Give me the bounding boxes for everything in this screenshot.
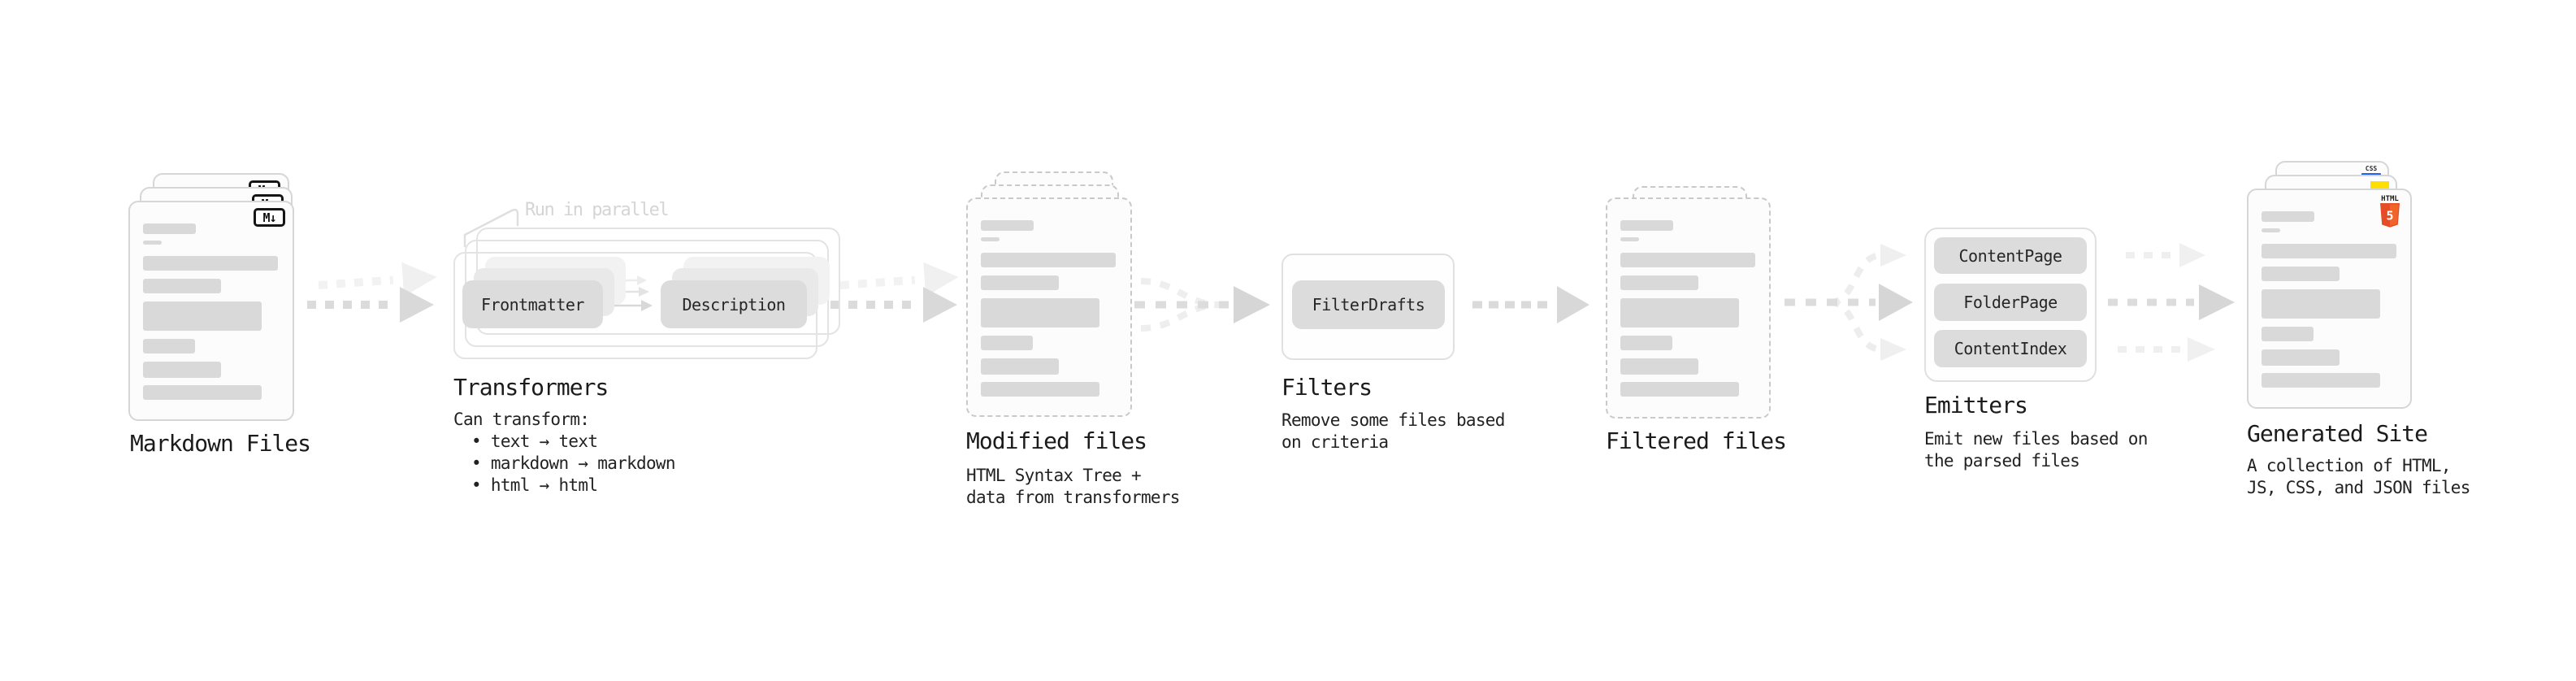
placeholder-bar <box>143 362 221 378</box>
desc-line: • markdown → markdown <box>471 453 676 473</box>
html5-icon: HTML 5 <box>2379 195 2401 228</box>
stage-label-emitters: Emitters <box>1924 392 2028 419</box>
placeholder-bar <box>981 275 1059 290</box>
placeholder-bar <box>981 253 1116 267</box>
placeholder-bar <box>981 298 1099 327</box>
modified-files-description: HTML Syntax Tree + data from transformer… <box>966 465 1180 509</box>
desc-line: JS, CSS, and JSON files <box>2247 478 2470 497</box>
svg-text:5: 5 <box>2386 209 2393 223</box>
desc-line: • text → text <box>471 432 598 451</box>
placeholder-bar <box>981 382 1099 397</box>
arrows-emitters-to-generated <box>2108 243 2235 362</box>
placeholder-bar <box>981 336 1033 350</box>
run-in-parallel-annotation: Run in parallel <box>525 200 670 220</box>
stage-label-markdown-files: Markdown Files <box>130 430 311 457</box>
placeholder-bar <box>2262 244 2396 258</box>
placeholder-bar <box>143 241 162 245</box>
filter-pill-filterdrafts: FilterDrafts <box>1292 280 1445 329</box>
arrow-markdown-to-transformers <box>307 262 437 323</box>
placeholder-bar <box>143 256 278 271</box>
markdown-file-card-front: M↓ <box>128 201 294 421</box>
html5-icon-label: HTML <box>2381 195 2399 203</box>
transformers-description: Can transform: • text → text • markdown … <box>453 409 676 497</box>
placeholder-bar <box>1620 298 1739 327</box>
placeholder-bar <box>2262 228 2280 232</box>
generated-site-description: A collection of HTML, JS, CSS, and JSON … <box>2247 455 2470 499</box>
emitter-pill-contentindex: ContentIndex <box>1934 330 2087 367</box>
placeholder-bar <box>2262 349 2340 366</box>
desc-line: Emit new files based on <box>1924 429 2148 449</box>
placeholder-bar <box>1620 275 1698 290</box>
modified-file-card-front <box>966 197 1132 417</box>
placeholder-bar <box>143 301 262 331</box>
placeholder-bar <box>143 279 221 293</box>
stage-label-generated-site: Generated Site <box>2247 420 2428 447</box>
arrow-filtered-to-emitters-fanout <box>1785 244 1913 361</box>
css-icon-label: CSS <box>2365 165 2378 172</box>
placeholder-bar <box>1620 253 1755 267</box>
js-icon <box>2370 181 2389 189</box>
placeholder-bar <box>2262 211 2314 222</box>
stage-label-filters: Filters <box>1281 374 1373 401</box>
placeholder-bar <box>1620 382 1739 397</box>
placeholder-bar <box>143 339 195 354</box>
placeholder-bar <box>1620 336 1672 350</box>
emitter-pill-folderpage: FolderPage <box>1934 284 2087 321</box>
emitter-pill-contentpage: ContentPage <box>1934 237 2087 274</box>
stage-label-filtered-files: Filtered files <box>1606 427 1787 454</box>
transformer-pill-frontmatter: Frontmatter <box>462 280 603 328</box>
desc-line: the parsed files <box>1924 451 2080 471</box>
transformer-pill-description: Description <box>661 280 807 328</box>
placeholder-bar <box>1620 237 1639 241</box>
placeholder-bar <box>2262 373 2380 388</box>
placeholder-bar <box>981 237 1000 241</box>
stage-label-transformers: Transformers <box>453 374 609 401</box>
placeholder-bar <box>2262 327 2314 341</box>
arrow-modified-to-filters-merge <box>1134 278 1270 332</box>
desc-line: Can transform: <box>453 410 590 429</box>
html5-shield: 5 <box>2380 203 2400 228</box>
arrow-filters-to-filtered <box>1472 286 1589 323</box>
filters-description: Remove some files based on criteria <box>1281 410 1505 453</box>
desc-line: on criteria <box>1281 432 1389 452</box>
desc-line: A collection of HTML, <box>2247 456 2452 475</box>
desc-line: Remove some files based <box>1281 410 1505 430</box>
arrow-transformers-to-modified <box>830 262 959 323</box>
placeholder-bar <box>1620 358 1698 375</box>
stage-label-modified-files: Modified files <box>966 427 1147 454</box>
placeholder-bar <box>1620 220 1673 231</box>
placeholder-bar <box>2262 267 2340 281</box>
desc-line: • html → html <box>471 475 598 495</box>
placeholder-bar <box>143 385 262 400</box>
placeholder-bar <box>981 358 1059 375</box>
filtered-file-card-front <box>1606 197 1771 419</box>
generated-file-card-html: HTML 5 <box>2247 189 2412 409</box>
run-in-parallel-leader <box>463 208 519 248</box>
emitters-description: Emit new files based on the parsed files <box>1924 428 2148 472</box>
placeholder-bar <box>143 223 196 234</box>
desc-line: HTML Syntax Tree + <box>966 466 1142 485</box>
placeholder-bar <box>981 220 1034 231</box>
placeholder-bar <box>2262 289 2380 319</box>
desc-line: data from transformers <box>966 488 1180 507</box>
markdown-icon: M↓ <box>254 208 285 227</box>
